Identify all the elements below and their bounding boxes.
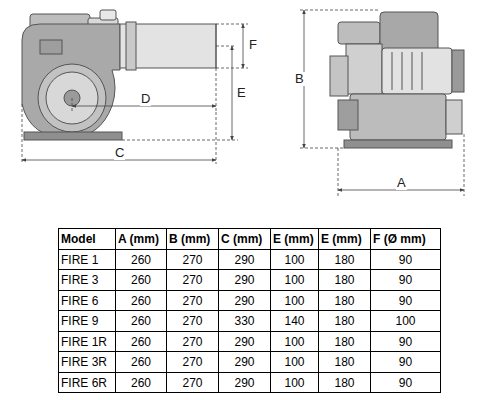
table-cell: B (mm) — [166, 228, 219, 250]
table-cell: 260 — [115, 372, 167, 394]
table-cell: C (mm) — [218, 228, 271, 250]
dimension-letter: B — [294, 72, 305, 86]
table-cell: 270 — [166, 290, 219, 312]
table-cell: 100 — [270, 290, 319, 312]
table-cell: 90 — [370, 351, 441, 373]
table-cell: 100 — [270, 269, 319, 291]
table-cell: 90 — [370, 269, 441, 291]
table-cell: 270 — [166, 310, 219, 332]
table-cell: 270 — [166, 372, 219, 394]
table-cell: 260 — [115, 290, 167, 312]
table-cell: 260 — [115, 310, 167, 332]
table-cell: FIRE 9 — [58, 310, 116, 332]
table-cell: FIRE 1R — [58, 331, 116, 353]
table-cell: E (mm) — [270, 228, 319, 250]
table-cell: A (mm) — [115, 228, 167, 250]
burner-front-view — [330, 12, 464, 148]
table-cell: Model — [58, 228, 116, 250]
table-cell: 90 — [370, 372, 441, 394]
table-cell: 180 — [318, 249, 371, 271]
table-cell: 140 — [270, 310, 319, 332]
table-cell: 180 — [318, 310, 371, 332]
table-cell: 90 — [370, 290, 441, 312]
table-cell: 90 — [370, 249, 441, 271]
table-cell: 180 — [318, 290, 371, 312]
table-cell: 290 — [218, 351, 271, 373]
dimension-letter: A — [396, 176, 407, 190]
table-cell: 290 — [218, 331, 271, 353]
table-cell: 100 — [270, 372, 319, 394]
table-cell: 260 — [115, 269, 167, 291]
table-cell: 100 — [370, 310, 441, 332]
table-cell: E (mm) — [318, 228, 371, 250]
burner-side-view — [22, 10, 216, 140]
table-cell: 100 — [270, 249, 319, 271]
table-cell: 180 — [318, 351, 371, 373]
table-cell: 100 — [270, 351, 319, 373]
table-cell: 270 — [166, 249, 219, 271]
table-cell: 260 — [115, 331, 167, 353]
table-cell: 290 — [218, 269, 271, 291]
table-cell: F (Ø mm) — [370, 228, 441, 250]
table-cell: FIRE 6 — [58, 290, 116, 312]
table-cell: 270 — [166, 269, 219, 291]
table-cell: FIRE 3 — [58, 269, 116, 291]
dimension-letter: E — [236, 86, 247, 100]
table-cell: 90 — [370, 331, 441, 353]
table-cell: 260 — [115, 351, 167, 373]
table-cell: 260 — [115, 249, 167, 271]
dimension-letter: F — [248, 38, 258, 52]
dimension-letter: C — [114, 146, 125, 160]
table-cell: 290 — [218, 290, 271, 312]
table-cell: FIRE 1 — [58, 249, 116, 271]
dimension-letter: D — [140, 92, 151, 106]
table-cell: FIRE 3R — [58, 351, 116, 373]
table-cell: 180 — [318, 269, 371, 291]
table-cell: 290 — [218, 372, 271, 394]
dimension-lines — [22, 10, 464, 196]
table-cell: 290 — [218, 249, 271, 271]
table-cell: FIRE 6R — [58, 372, 116, 394]
table-cell: 180 — [318, 372, 371, 394]
table-cell: 270 — [166, 331, 219, 353]
table-cell: 270 — [166, 351, 219, 373]
table-cell: 180 — [318, 331, 371, 353]
table-cell: 100 — [270, 331, 319, 353]
table-cell: 330 — [218, 310, 271, 332]
